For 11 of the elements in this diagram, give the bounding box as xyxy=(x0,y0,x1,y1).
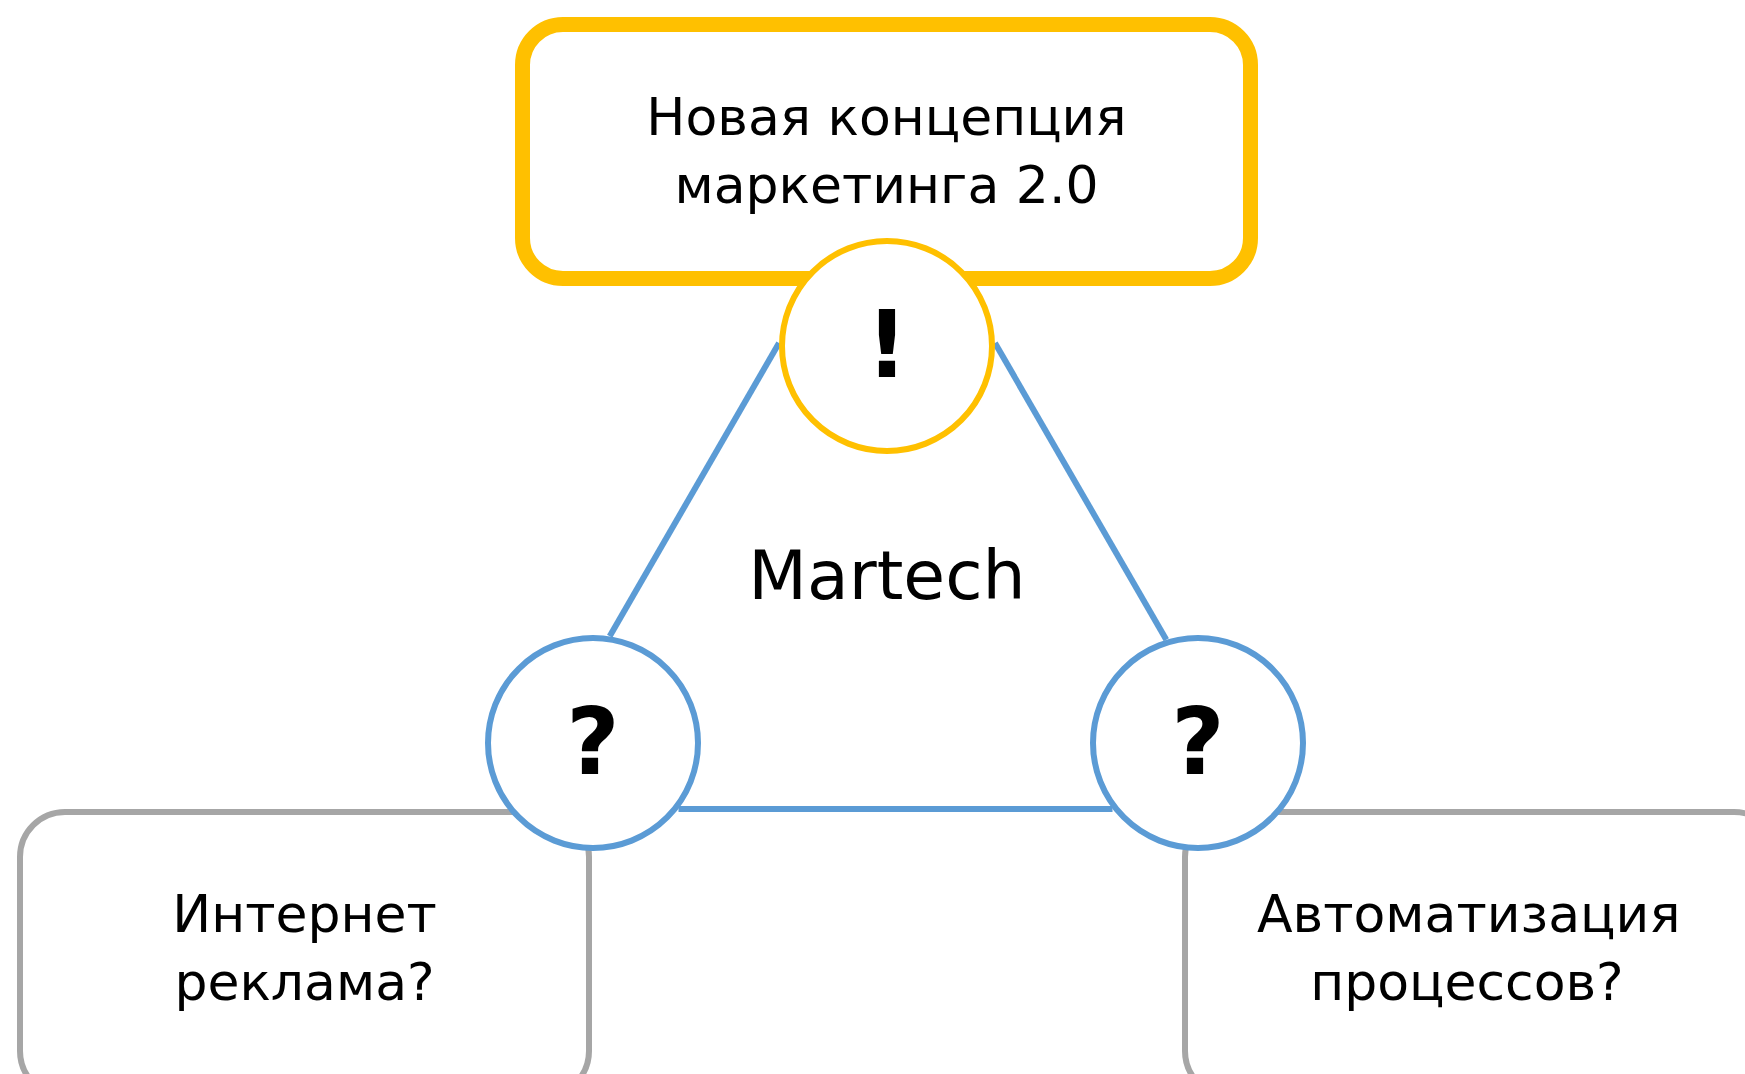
rounded-box xyxy=(515,17,1258,286)
connector-line xyxy=(678,806,1113,812)
symbol-text: ! xyxy=(866,300,908,392)
rounded-box xyxy=(1182,809,1745,1074)
box-text: Автоматизация процессов? xyxy=(1257,883,1677,1014)
symbol-text: ? xyxy=(1171,697,1225,789)
center-label: Martech xyxy=(748,535,1026,615)
box-text: Новая концепция маркетинга 2.0 xyxy=(645,85,1128,217)
rounded-box xyxy=(17,809,592,1074)
box-text: Интернет реклама? xyxy=(171,883,438,1014)
symbol-text: ? xyxy=(566,697,620,789)
